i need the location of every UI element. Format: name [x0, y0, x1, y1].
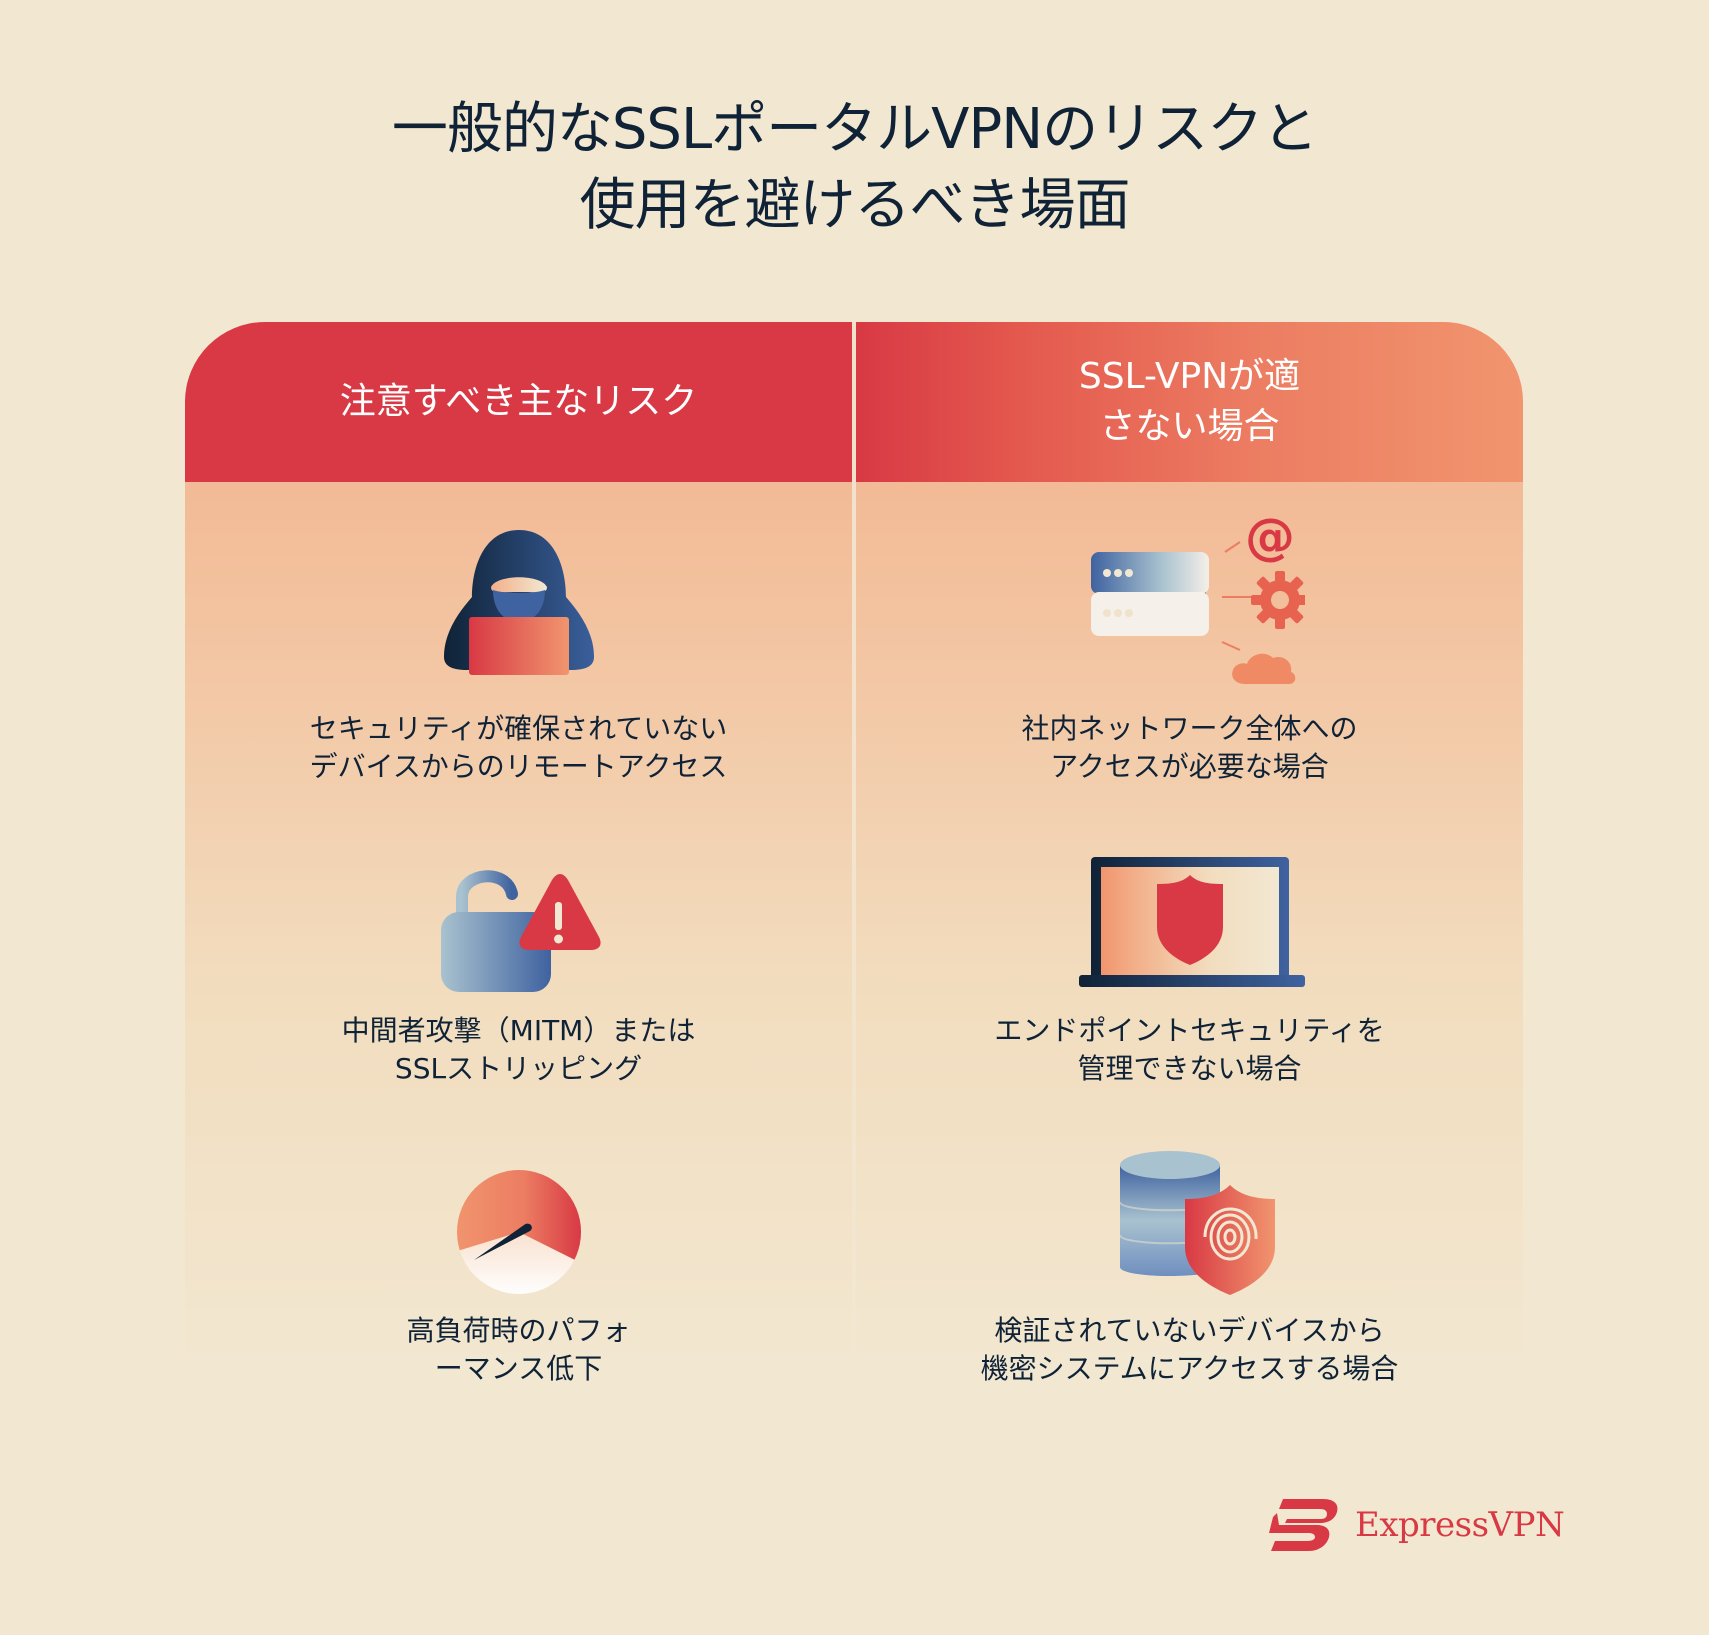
svg-text:@: @ [1245, 512, 1295, 566]
unlocked-padlock-warning-icon [440, 870, 601, 992]
brand-name: ExpressVPN [1355, 1505, 1565, 1545]
laptop-shield-icon [1078, 857, 1305, 987]
unsuitable-cases-column: SSL-VPNが適 さない場合 @ [856, 322, 1523, 1402]
risk-item-label: セキュリティが確保されていない デバイスからのリモートアクセス [309, 712, 728, 783]
server-network-icon: @ [1090, 512, 1305, 684]
page-title-line-1: 一般的なSSLポータルVPNのリスクと [391, 97, 1318, 162]
case-item-label: 社内ネットワーク全体への アクセスが必要な場合 [1021, 712, 1358, 783]
risk-item-label: 中間者攻撃（MITM）または SSLストリッピング [341, 1014, 696, 1085]
page-title: 一般的なSSLポータルVPNのリスクと 使用を避けるべき場面 [0, 92, 1709, 244]
database-fingerprint-shield-icon [1118, 1151, 1275, 1295]
column-divider [852, 322, 856, 1402]
comparison-panel: 注意すべき主なリスク セキュリティが確保されていない デバイスからのリモートアク… [185, 322, 1523, 1402]
risk-item-label: 高負荷時のパフォ ーマンス低下 [406, 1314, 631, 1385]
case-item-label: 検証されていないデバイスから 機密システムにアクセスする場合 [980, 1314, 1399, 1385]
brand-logo: ExpressVPN [1265, 1495, 1565, 1555]
risks-column-header: 注意すべき主なリスク [185, 322, 852, 482]
page-title-line-2: 使用を避けるべき場面 [579, 173, 1131, 238]
expressvpn-logo-icon [1269, 1499, 1338, 1551]
unsuitable-column-title: SSL-VPNが適 さない場合 [1078, 356, 1301, 447]
case-item-label: エンドポイントセキュリティを 管理できない場合 [994, 1014, 1385, 1085]
speedometer-icon [456, 1170, 581, 1294]
risks-column: 注意すべき主なリスク セキュリティが確保されていない デバイスからのリモートアク… [185, 322, 852, 1402]
hacker-laptop-icon [443, 530, 594, 675]
unsuitable-column-header: SSL-VPNが適 さない場合 [856, 322, 1523, 482]
risks-column-title: 注意すべき主なリスク [339, 381, 698, 422]
